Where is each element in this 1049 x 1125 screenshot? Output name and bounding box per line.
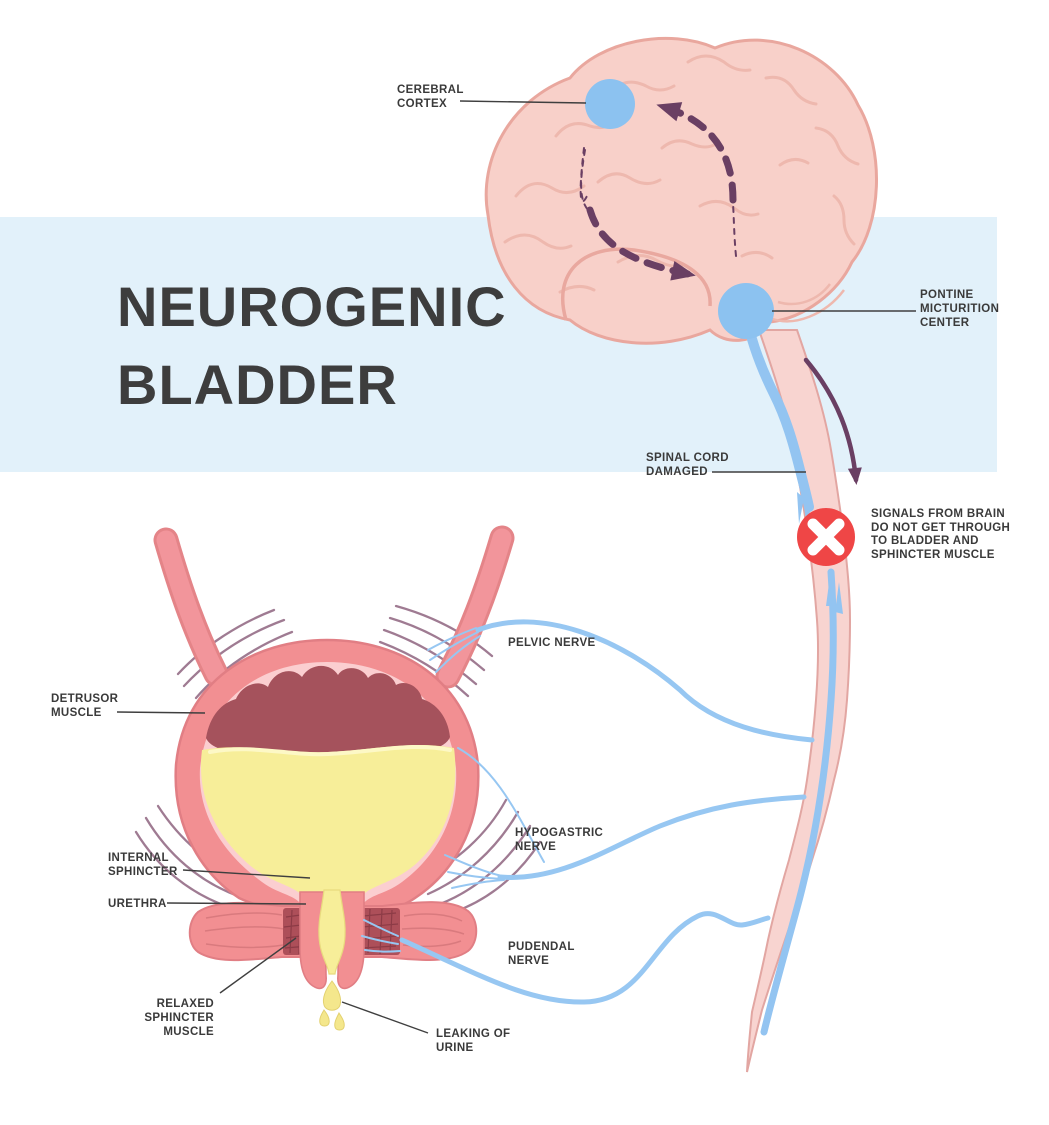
urine-drops (319, 980, 345, 1031)
urethra-tube (299, 889, 365, 990)
leader-urethra (166, 902, 307, 905)
label-pudendal-nerve: PUDENDAL NERVE (508, 941, 575, 967)
sphincter-texture-right (360, 908, 400, 955)
brain-illustration (484, 36, 878, 345)
ureter-right (435, 525, 515, 689)
label-pelvic-nerve: PELVIC NERVE (508, 637, 596, 649)
label-leaking-of-urine: LEAKING OF URINE (436, 1028, 511, 1054)
pelvic-nerve-path (427, 619, 815, 743)
brain-to-cord-arrow (803, 357, 862, 485)
leader-cerebral-cortex (459, 100, 587, 104)
ascending-signal-arrow (656, 102, 737, 204)
nerve-paths (361, 619, 815, 1005)
leader-lines (116, 100, 916, 1034)
pudendal-nerve-path (361, 911, 771, 1005)
ureter-left (153, 527, 229, 687)
label-detrusor-muscle: DETRUSOR MUSCLE (51, 693, 119, 719)
temporal-lobe-line (560, 247, 712, 321)
urine-fill (200, 744, 456, 898)
label-cerebral-cortex: CEREBRAL CORTEX (397, 84, 464, 110)
urine-surface-highlight (208, 744, 452, 757)
label-urethra: URETHRA (108, 898, 167, 910)
descending-signal-arrow (586, 206, 696, 281)
brain-signal-arrows (579, 102, 737, 281)
pontine-micturition-marker (718, 283, 774, 339)
bladder-illustration (174, 638, 480, 926)
label-pontine-micturition-center: PONTINE MICTURITION CENTER (920, 289, 1000, 329)
page-title: NEUROGENIC BLADDER (117, 275, 507, 416)
descending-signal-thin (579, 147, 588, 203)
leader-relaxed-sphincter (219, 937, 297, 994)
label-internal-sphincter: INTERNAL SPHINCTER (108, 852, 178, 878)
cerebellum-lines (769, 283, 845, 323)
label-signals-note: SIGNALS FROM BRAIN DO NOT GET THROUGH TO… (871, 508, 1011, 561)
label-relaxed-sphincter-muscle: RELAXED SPHINCTER MUSCLE (144, 998, 214, 1038)
cerebral-cortex-marker (585, 79, 635, 129)
descending-signal-thin2 (580, 149, 589, 211)
damage-x-icon (797, 508, 855, 566)
label-hypogastric-nerve: HYPOGASTRIC NERVE (515, 827, 604, 853)
detrusor-interior (206, 665, 450, 759)
leader-internal-sphincter (182, 869, 311, 879)
urine-stream (318, 889, 346, 975)
ascending-signal-thin (732, 203, 737, 257)
leader-leaking-urine (341, 1001, 429, 1034)
leader-detrusor (116, 711, 206, 714)
label-spinal-cord-damaged: SPINAL CORD DAMAGED (646, 452, 729, 478)
hypogastric-nerve-path (444, 747, 807, 889)
